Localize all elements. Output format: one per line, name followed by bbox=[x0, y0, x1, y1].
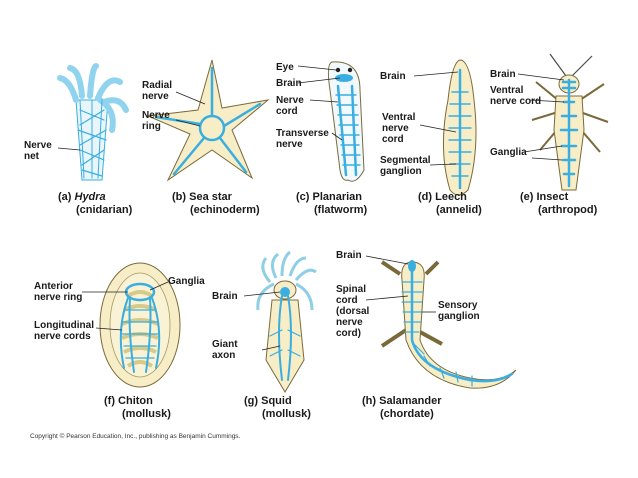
leech-drawing bbox=[443, 59, 477, 196]
chiton-label-ganglia: Ganglia bbox=[168, 276, 205, 287]
caption-chiton: (f) Chiton(mollusk) bbox=[104, 395, 171, 420]
caption-squid: (g) Squid(mollusk) bbox=[244, 395, 311, 420]
caption-salamander: (h) Salamander(chordate) bbox=[362, 395, 442, 420]
insect-label-brain: Brain bbox=[490, 69, 516, 80]
planarian-label-eye: Eye bbox=[276, 62, 294, 73]
squid-label-brain: Brain bbox=[212, 291, 238, 302]
caption-hydra: (a) Hydra(cnidarian) bbox=[58, 191, 133, 216]
chiton-drawing bbox=[99, 262, 181, 388]
sea-star-drawing bbox=[146, 59, 270, 182]
caption-sea-star: (b) Sea star(echinoderm) bbox=[172, 191, 260, 216]
caption-insect: (e) Insect(arthropod) bbox=[520, 191, 598, 216]
leech-label-brain: Brain bbox=[380, 71, 406, 82]
caption-planarian: (c) Planarian(flatworm) bbox=[296, 191, 368, 216]
insect-label-ganglia: Ganglia bbox=[490, 147, 527, 158]
squid-drawing bbox=[256, 250, 317, 393]
planarian-label-brain: Brain bbox=[276, 78, 302, 89]
planarian-drawing bbox=[327, 61, 365, 182]
salamander-label-brain: Brain bbox=[336, 250, 362, 261]
salamander-drawing bbox=[380, 260, 517, 389]
copyright-notice: Copyright © Pearson Education, Inc., pub… bbox=[30, 432, 241, 440]
hydra-drawing bbox=[57, 63, 129, 181]
caption-leech: (d) Leech(annelid) bbox=[418, 191, 482, 216]
insect-drawing bbox=[531, 53, 609, 191]
